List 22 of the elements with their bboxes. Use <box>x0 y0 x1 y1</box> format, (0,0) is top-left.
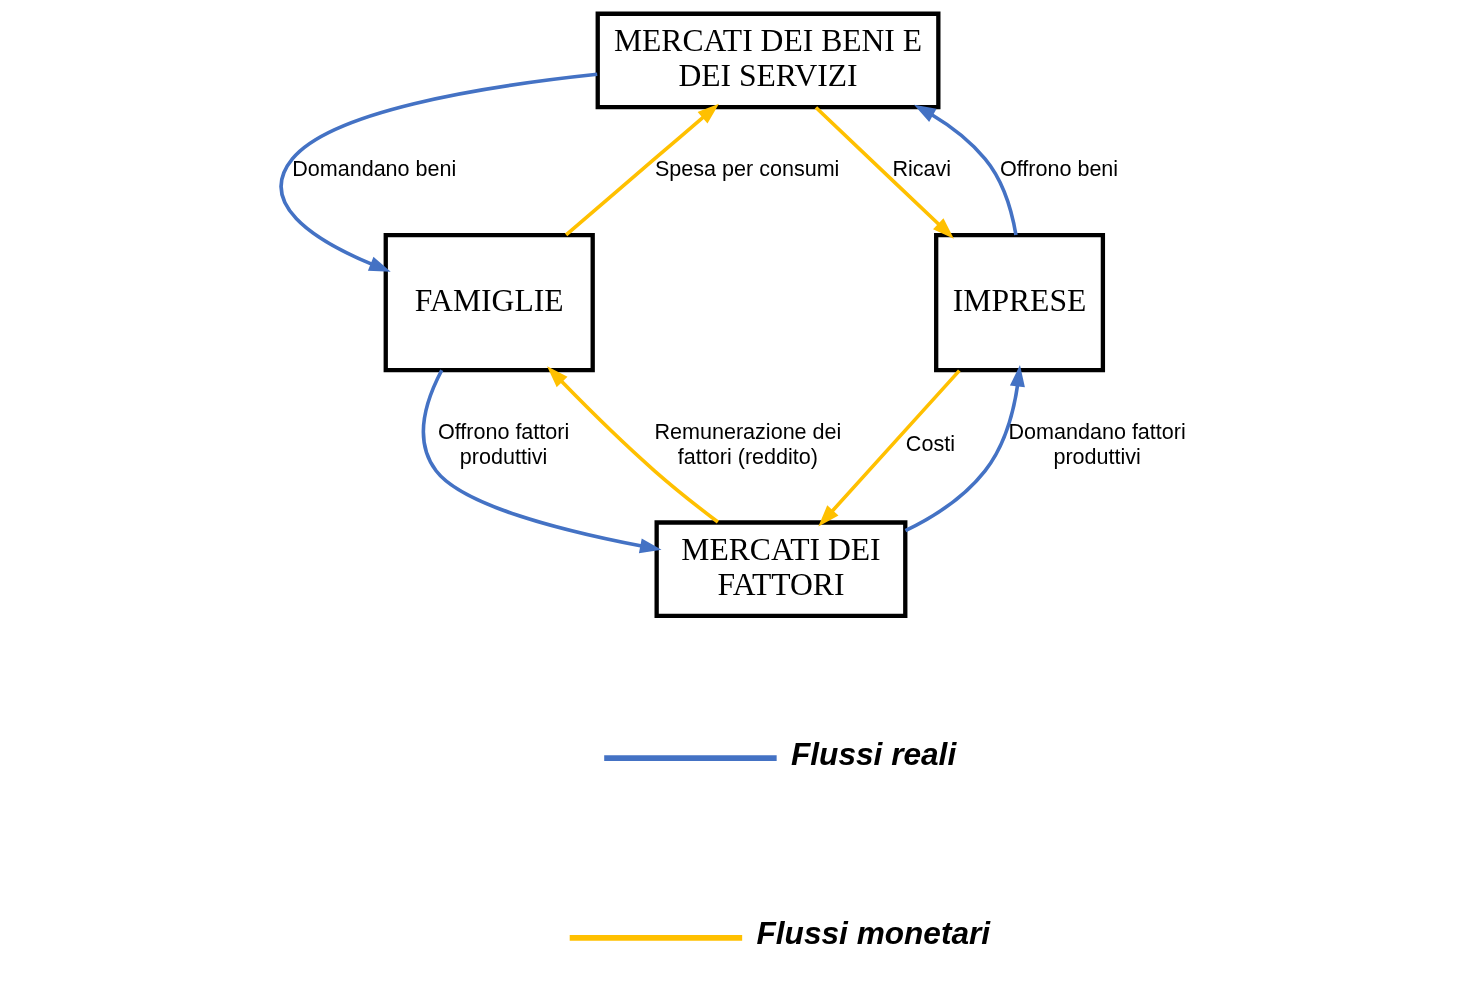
arrow <box>546 366 719 524</box>
arrow <box>564 103 719 237</box>
arrow <box>814 106 954 239</box>
edge-label: Ricavi <box>891 156 951 182</box>
edge-label: Costi <box>905 431 955 457</box>
arrow <box>817 369 961 527</box>
edge-label: Spesa per consumi <box>654 156 839 182</box>
arrow <box>421 369 662 554</box>
legend-label: Flussi reali <box>790 735 956 772</box>
arrow <box>913 104 1018 236</box>
edge-label: Domandano beni <box>291 156 456 182</box>
edge-label: Remunerazione dei fattori (reddito) <box>653 419 841 469</box>
arrow <box>279 72 597 272</box>
node-box: IMPRESE <box>933 232 1105 373</box>
node-box: MERCATI DEI BENI E DEI SERVIZI <box>595 11 940 110</box>
arrow <box>904 365 1025 533</box>
legend-label: Flussi monetari <box>756 915 990 952</box>
node-box: FAMIGLIE <box>383 232 595 373</box>
node-box: MERCATI DEI FATTORI <box>654 520 907 619</box>
edge-label: Domandano fattori produttivi <box>1008 419 1186 469</box>
edge-label: Offrono fattori produttivi <box>437 419 569 469</box>
edge-label: Offrono beni <box>999 156 1118 182</box>
